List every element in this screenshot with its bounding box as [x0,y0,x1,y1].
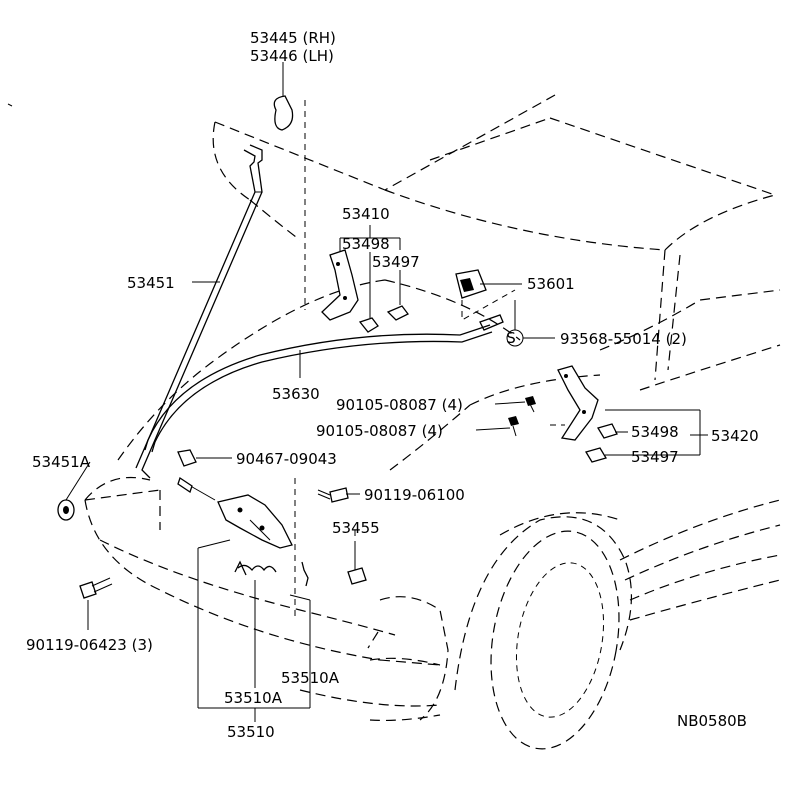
stray-mark [7,103,13,107]
label-s-mark: S [506,329,516,347]
label-93568: 93568-55014 (2) [560,330,687,348]
label-90105-b: 90105-08087 (4) [316,422,443,440]
label-53445: 53445 (RH) [250,29,336,47]
label-53510a-right: 53510A [281,669,340,687]
release-cable [144,314,504,501]
label-53497-left: 53497 [372,253,420,271]
vehicle-outline [84,94,781,750]
label-53446: 53446 (LH) [250,47,334,65]
hood-hinge-left [321,249,409,333]
label-53451a: 53451A [32,453,91,471]
label-53455: 53455 [332,519,380,537]
label-53451: 53451 [127,274,175,292]
label-53420: 53420 [711,427,759,445]
label-53497-right: 53497 [631,448,679,466]
hood-lock-striker [455,269,516,321]
label-90105-a: 90105-08087 (4) [336,396,463,414]
label-53410: 53410 [342,205,390,223]
label-90119-06100: 90119-06100 [364,486,465,504]
label-53601: 53601 [527,275,575,293]
leader-lines [65,62,708,722]
label-53498-right: 53498 [631,423,679,441]
label-53498-left: 53498 [342,235,390,253]
hood-hinge-right [550,365,618,463]
label-90467: 90467-09043 [236,450,337,468]
label-90119-06423: 90119-06423 (3) [26,636,153,654]
part-labels: 53445 (RH) 53446 (LH) 53410 53498 53497 … [26,29,759,741]
hood-support-rod [135,95,306,479]
label-53630: 53630 [272,385,320,403]
label-53510: 53510 [227,723,275,741]
label-53510a-left: 53510A [224,689,283,707]
diagram-code: NB0580B [677,712,747,730]
bolts [57,396,536,599]
